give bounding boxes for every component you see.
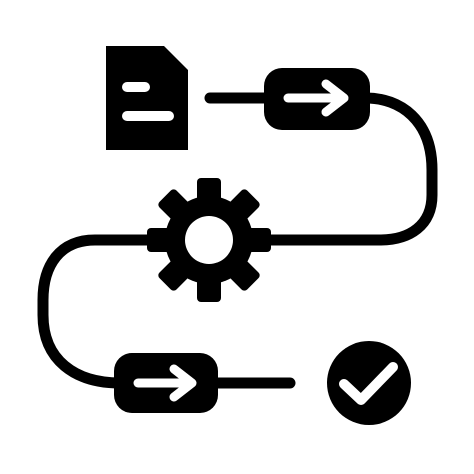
curve-gear-to-arrow xyxy=(37,234,166,389)
gear-icon xyxy=(147,178,271,302)
connector-lines xyxy=(37,92,438,389)
arrow-right-icon xyxy=(114,353,218,413)
document-icon xyxy=(106,46,188,150)
arrow-right-icon xyxy=(264,68,370,130)
check-circle-icon xyxy=(327,341,411,425)
curve-arrow-to-gear xyxy=(249,92,438,246)
